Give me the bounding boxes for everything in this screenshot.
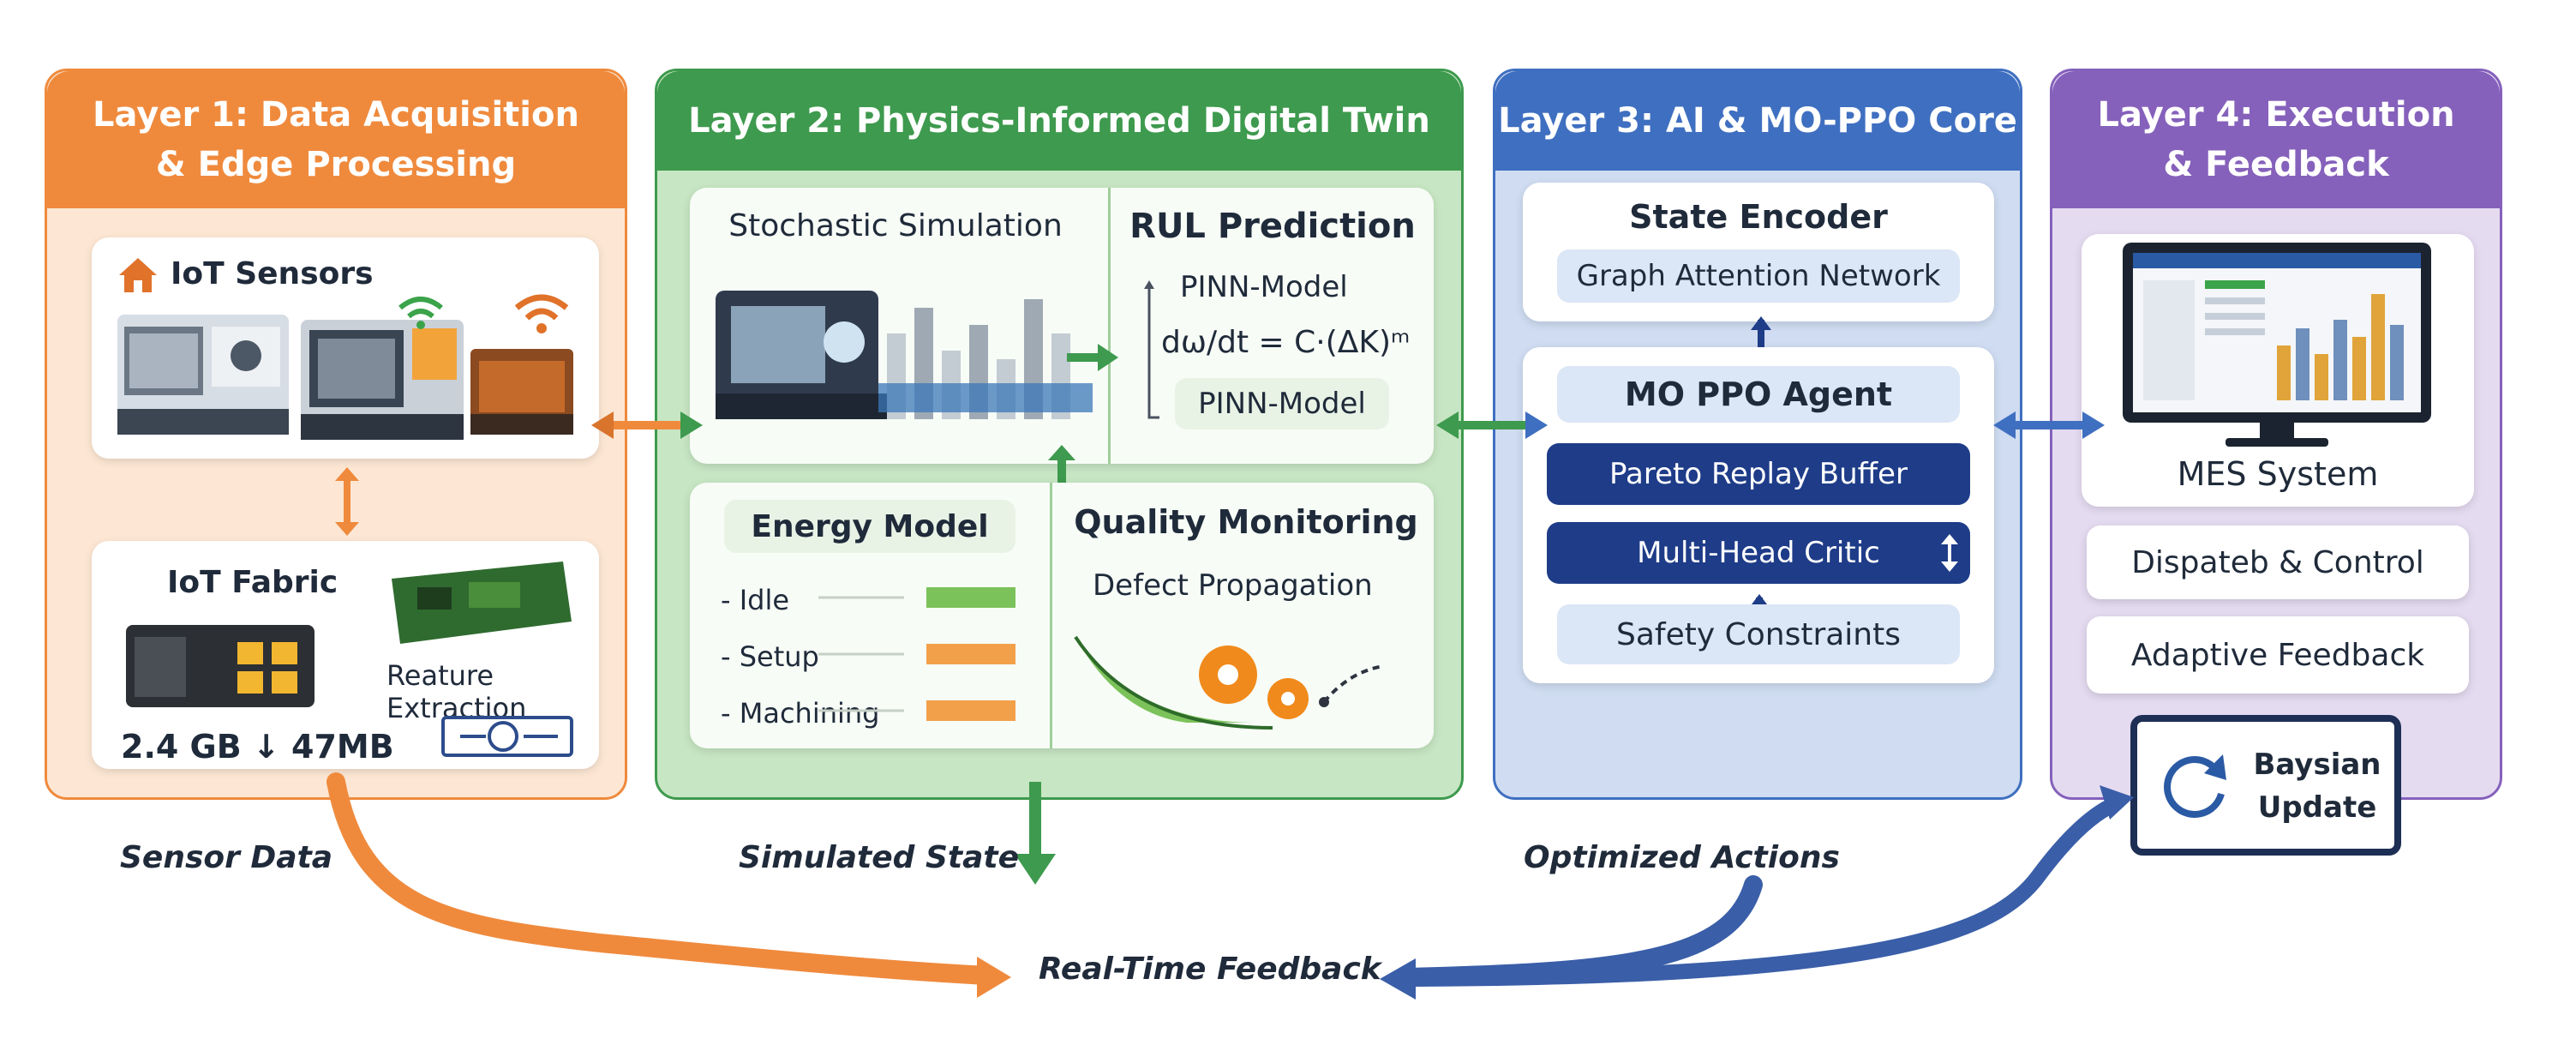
dispatch-control-box: Dispateb & Control <box>2087 526 2469 599</box>
lathe-machine-icon <box>470 349 573 435</box>
realtime-feedback-label: Real-Time Feedback <box>1039 952 1381 987</box>
simulated-state-label: Simulated State <box>739 840 1020 875</box>
agent-card: MO PPO Agent Pareto Replay Buffer Multi-… <box>1523 347 1994 683</box>
layer3-panel: Layer 3: AI & MO-PPO Core State Encoder … <box>1493 69 2022 800</box>
defect-propagation-label: Defect Propagation <box>1093 568 1373 603</box>
layer1-panel: Layer 1: Data Acquisition & Edge Process… <box>45 69 627 800</box>
safety-constraints-label: Safety Constraints <box>1557 604 1960 664</box>
inspection-icon <box>441 716 573 757</box>
multi-head-critic-text: Multi-Head Critic <box>1637 536 1880 570</box>
rul-equation: dω/dt = C·(ΔK)ᵐ <box>1161 325 1411 360</box>
adaptive-feedback-box: Adaptive Feedback <box>2087 616 2469 694</box>
layer1-title-line1: Layer 1: Data Acquisition <box>93 95 579 135</box>
iot-fabric-card: IoT Fabric Reature Extraction 2.4 GB ↓ 4… <box>92 541 599 769</box>
sim-to-rul-arrow <box>1067 344 1118 371</box>
quality-monitoring-title: Quality Monitoring <box>1074 503 1418 541</box>
layer1-internal-arrow <box>335 467 359 536</box>
mo-ppo-agent-label: MO PPO Agent <box>1557 366 1960 423</box>
monitor-dashboard-icon <box>2123 243 2431 447</box>
rul-prediction-title: RUL Prediction <box>1129 207 1416 246</box>
iot-fabric-title: IoT Fabric <box>167 565 338 600</box>
compression-label: 2.4 GB ↓ 47MB <box>121 728 394 766</box>
layer1-title-line2: & Edge Processing <box>155 145 517 184</box>
simulation-machine-icon <box>716 291 896 419</box>
sensor-data-label: Sensor Data <box>120 840 333 875</box>
mes-system-card: MES System <box>2082 234 2474 507</box>
graph-attention-network-label: Graph Attention Network <box>1557 249 1960 303</box>
layer4-panel: Layer 4: Execution & Feedback MES System… <box>2050 69 2502 800</box>
layer2-layer3-connector <box>1436 411 1548 439</box>
layer1-header: Layer 1: Data Acquisition & Edge Process… <box>47 71 625 208</box>
energy-idle-label: - Idle <box>721 584 790 616</box>
energy-bars <box>818 587 1015 721</box>
state-encoder-title: State Encoder <box>1629 198 1888 236</box>
state-encoder-card: State Encoder Graph Attention Network <box>1523 183 1994 321</box>
twin-bottom-divider <box>1050 483 1052 748</box>
simulated-state-arrow <box>1015 782 1056 885</box>
cnc-machine-icon <box>117 315 289 435</box>
wifi-icon <box>398 297 443 329</box>
bayesian-update-line1: Baysian <box>2253 748 2381 782</box>
pareto-replay-buffer-label: Pareto Replay Buffer <box>1547 443 1970 505</box>
energy-machining-label: - Machining <box>721 697 880 730</box>
pinn-model-label-2: PINN-Model <box>1175 378 1389 429</box>
multi-head-critic-label: Multi-Head Critic <box>1547 522 1970 584</box>
mes-system-title: MES System <box>2177 455 2379 493</box>
pinn-model-label-1: PINN-Model <box>1180 270 1348 304</box>
refresh-cycle-icon <box>2164 754 2226 818</box>
layer4-title-line2: & Feedback <box>2163 145 2389 184</box>
twin-top-panel: Stochastic Simulation RUL Prediction <box>690 188 1434 464</box>
machining-center-icon <box>301 320 464 440</box>
iot-sensors-card: IoT Sensors <box>92 237 599 459</box>
twin-top-divider <box>1108 188 1111 464</box>
stochastic-simulation-title: Stochastic Simulation <box>728 208 1063 243</box>
circuit-board-icon <box>392 562 572 644</box>
layer3-title: Layer 3: AI & MO-PPO Core <box>1498 101 2017 141</box>
iot-sensors-title: IoT Sensors <box>171 256 374 291</box>
home-icon <box>119 258 157 292</box>
bayesian-update-box: Baysian Update <box>2130 715 2401 856</box>
layer2-panel: Layer 2: Physics-Informed Digital Twin S… <box>655 69 1464 800</box>
layer1-layer2-connector <box>591 411 703 439</box>
layer4-header: Layer 4: Execution & Feedback <box>2052 71 2500 208</box>
bayesian-update-line2: Update <box>2257 790 2377 825</box>
rul-bracket <box>1144 280 1159 419</box>
layer2-header: Layer 2: Physics-Informed Digital Twin <box>657 71 1461 171</box>
optimized-actions-label: Optimized Actions <box>1524 840 1840 875</box>
layer4-title-line1: Layer 4: Execution <box>2097 95 2455 135</box>
layer3-header: Layer 3: AI & MO-PPO Core <box>1495 71 2020 171</box>
simulation-bars-icon <box>878 299 1093 419</box>
layer3-layer4-connector <box>1993 411 2105 439</box>
layer2-title: Layer 2: Physics-Informed Digital Twin <box>688 101 1430 141</box>
twin-bottom-panel: Energy Model - Idle - Setup - Machining … <box>690 483 1434 748</box>
up-down-arrow-icon <box>1941 534 1958 572</box>
energy-model-title: Energy Model <box>724 500 1015 553</box>
defect-curve-gears-icon <box>1074 635 1385 730</box>
energy-setup-label: - Setup <box>721 640 819 673</box>
edge-gateway-icon <box>126 625 315 707</box>
wifi-icon-orange <box>514 294 569 333</box>
